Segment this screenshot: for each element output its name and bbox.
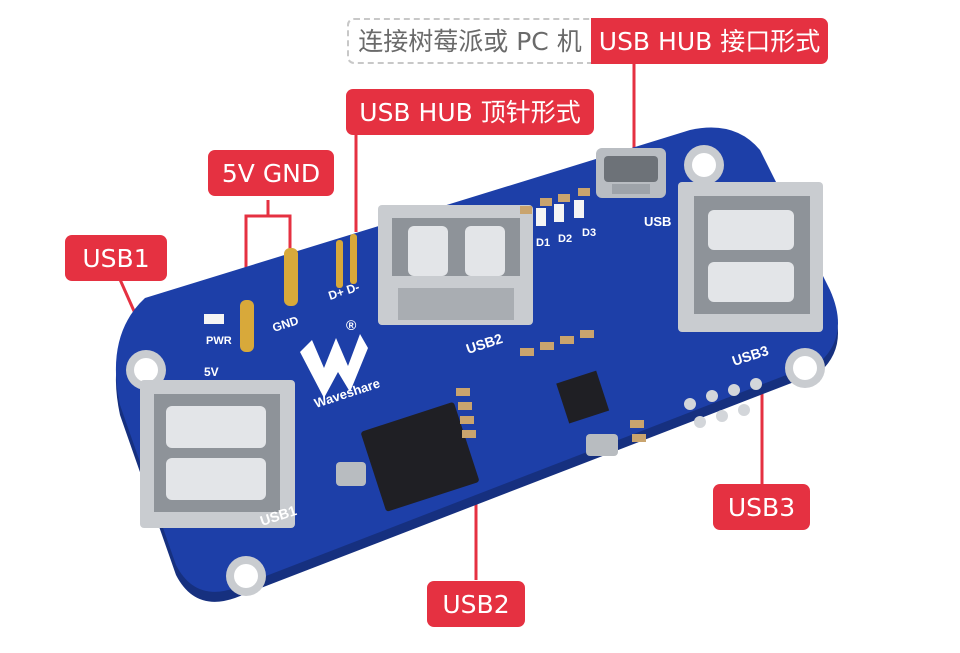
callout-usb3: USB3 [713, 484, 810, 530]
silk-pwr: PWR [206, 335, 232, 347]
silk-5v: 5V [204, 365, 219, 379]
callout-5v-gnd: 5V GND [208, 150, 334, 196]
usb1-port [140, 380, 295, 528]
pcb-board [115, 127, 839, 602]
callout-connect-pc: 连接树莓派或 PC 机 [347, 18, 591, 64]
usb3-port [678, 182, 823, 332]
callout-usb2: USB2 [427, 581, 525, 627]
usb2-port [378, 205, 533, 325]
silk-d3: D3 [582, 227, 596, 239]
silk-usb-micro: USB [644, 214, 671, 229]
callout-usb1: USB1 [65, 235, 167, 281]
chips [336, 370, 618, 512]
solder-pads [684, 378, 762, 428]
leds [204, 200, 584, 324]
silk-d1: D1 [536, 237, 550, 249]
micro-usb-port [596, 148, 666, 198]
pogo-pins [240, 234, 357, 352]
smd-components [456, 188, 646, 442]
silk-registered: ® [346, 317, 357, 333]
callout-usb-hub-pin: USB HUB 顶针形式 [346, 89, 594, 135]
callout-usb-hub-interface: USB HUB 接口形式 [591, 18, 828, 64]
waveshare-logo-icon [300, 334, 368, 398]
silk-d2: D2 [558, 233, 572, 245]
